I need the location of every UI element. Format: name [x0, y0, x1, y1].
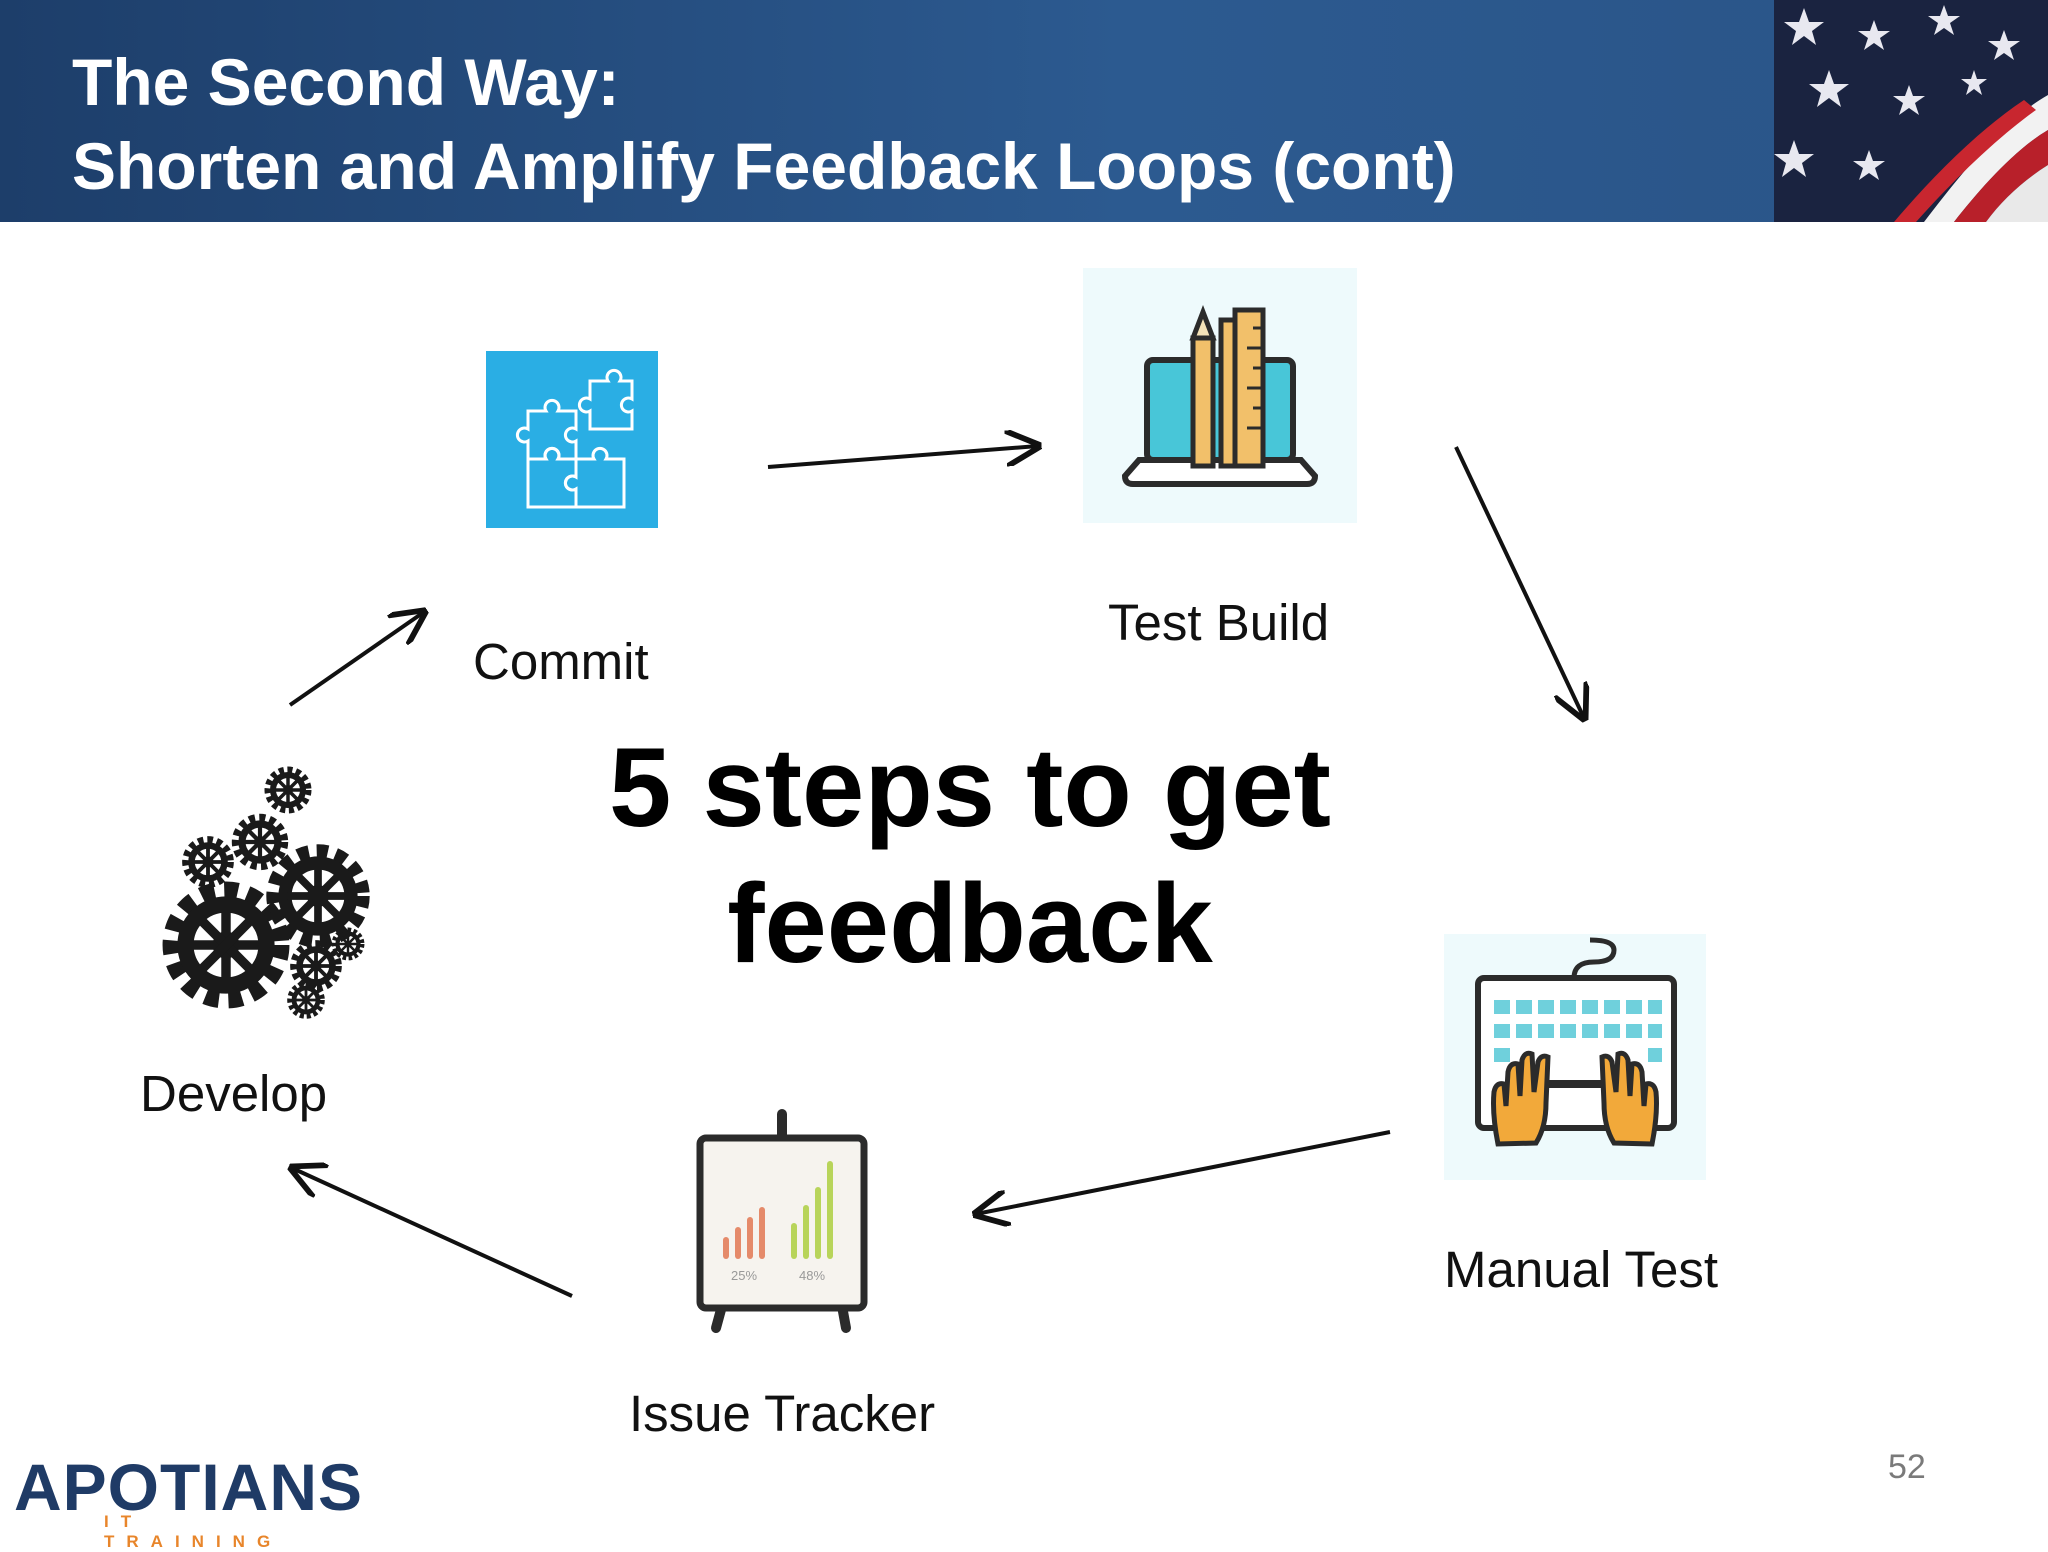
logo-wordmark: APOTIANS [14, 1450, 364, 1524]
arrow-test-build-to-manual-test [1454, 446, 1584, 718]
gears-icon [160, 760, 380, 1025]
step-label-test-build: Test Build [1108, 594, 1330, 651]
center-heading-line-2: feedback [727, 861, 1213, 986]
arrow-develop-to-commit [288, 612, 424, 707]
arrow-manual-test-to-issue-tracker [976, 1130, 1391, 1214]
us-flag-icon [1774, 0, 2048, 222]
center-heading-line-1: 5 steps to get [609, 725, 1331, 850]
logo-tagline: IT TRAINING [104, 1512, 283, 1551]
step-label-develop: Develop [140, 1065, 328, 1122]
chart-board-icon: 25% 48% [672, 1106, 882, 1346]
chart-board-right-value: 48% [799, 1268, 825, 1283]
slide-title: The Second Way: Shorten and Amplify Feed… [72, 40, 1456, 208]
title-line-2: Shorten and Amplify Feedback Loops (cont… [72, 129, 1456, 203]
keyboard-hands-icon [1444, 934, 1706, 1180]
slide-header: The Second Way: Shorten and Amplify Feed… [0, 0, 2048, 222]
laptop-tools-icon [1083, 268, 1357, 523]
step-label-manual-test: Manual Test [1444, 1241, 1719, 1298]
step-label-issue-tracker: Issue Tracker [629, 1385, 936, 1442]
center-heading: 5 steps to get feedback [560, 720, 1380, 992]
step-label-commit: Commit [473, 633, 649, 690]
arrow-issue-tracker-to-develop [292, 1168, 573, 1298]
title-line-1: The Second Way: [72, 45, 620, 119]
apotians-logo: APOTIANS IT TRAINING [10, 1452, 362, 1551]
chart-board-left-value: 25% [731, 1268, 757, 1283]
arrow-commit-to-test-build [767, 446, 1038, 469]
page-number: 52 [1888, 1448, 1926, 1486]
puzzle-icon [486, 351, 658, 528]
